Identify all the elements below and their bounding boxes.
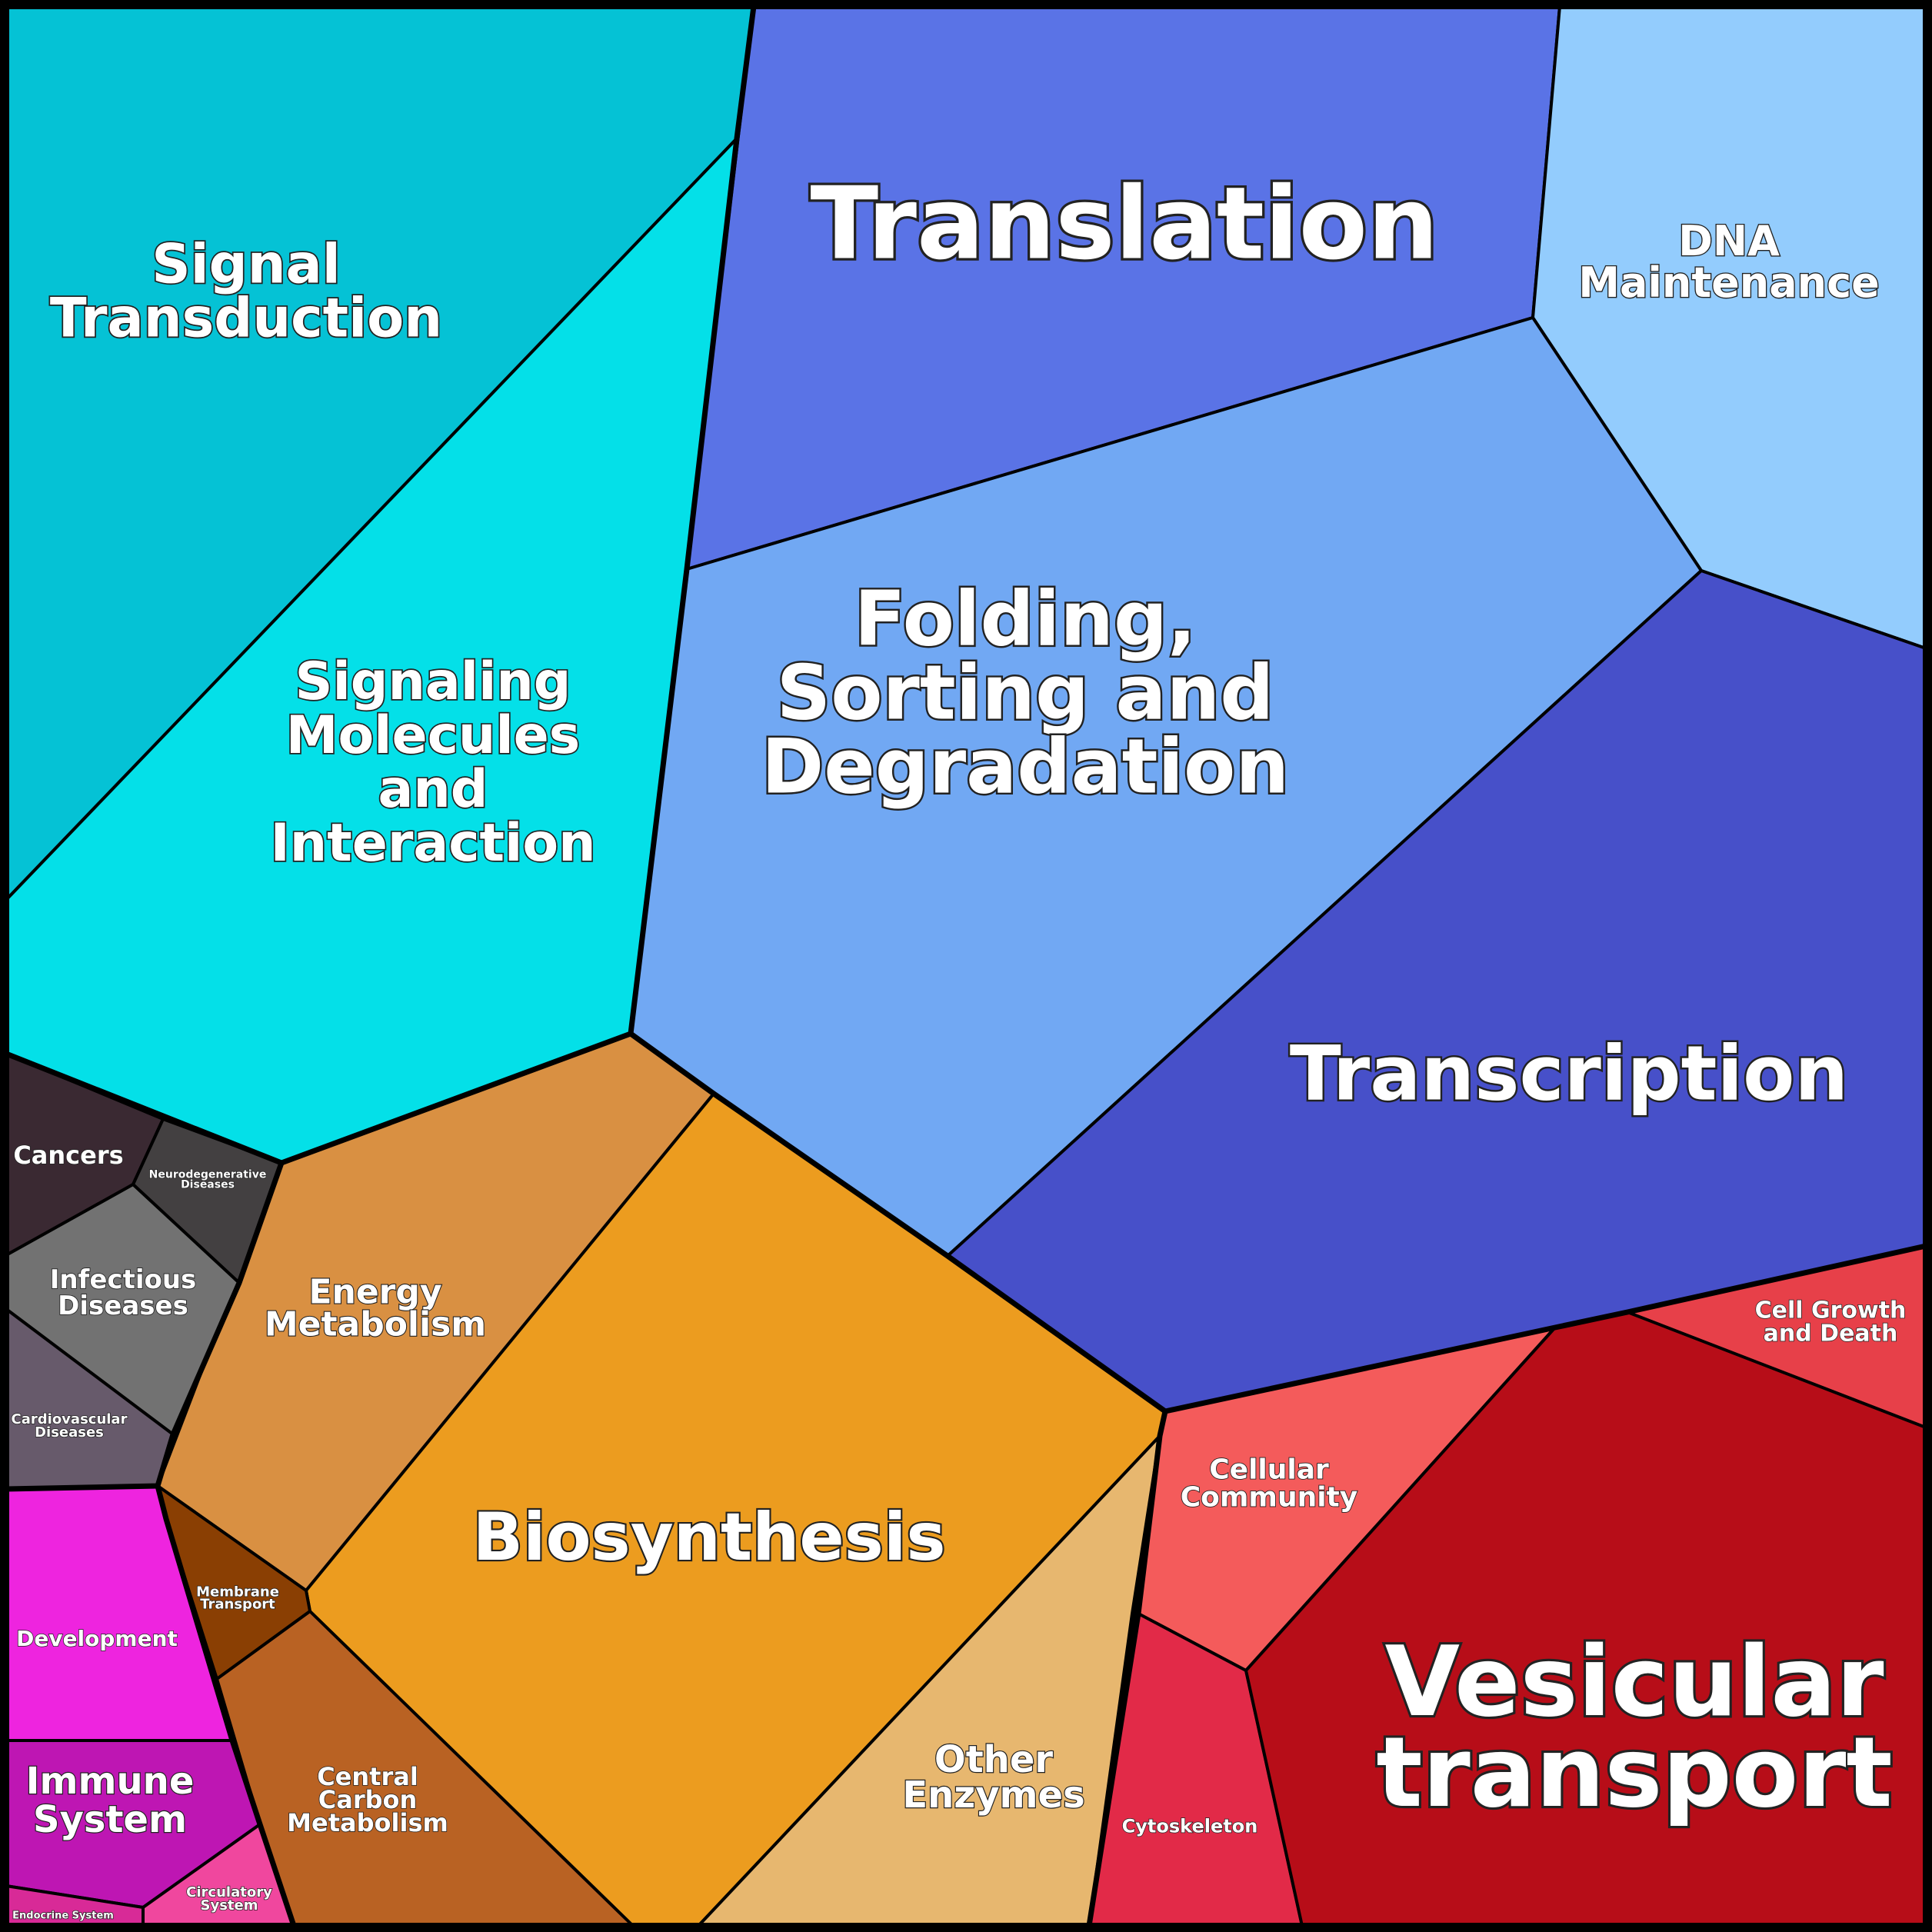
label-line: transport [1376, 1716, 1892, 1829]
label-line: Other [934, 1738, 1053, 1781]
label-line: Metabolism [287, 1808, 448, 1837]
label-translation: Translation [810, 165, 1438, 282]
label-line: Maintenance [1578, 258, 1880, 307]
label-line: Folding, [854, 575, 1197, 663]
group-border [5, 1161, 285, 1492]
label-line: Cytoskeleton [1122, 1815, 1258, 1837]
label-line: Immune [26, 1760, 195, 1803]
group-border [5, 5, 757, 1166]
label-line: System [33, 1798, 187, 1841]
label-line: Diseases [181, 1178, 235, 1191]
label-endocrine: Endocrine System [12, 1910, 114, 1922]
label-line: Development [16, 1626, 178, 1651]
label-line: Interaction [270, 813, 595, 874]
label-cytoskeleton: Cytoskeleton [1122, 1815, 1258, 1837]
label-line: Biosynthesis [472, 1499, 945, 1576]
label-line: Membrane [196, 1584, 279, 1600]
label-line: Enzymes [902, 1774, 1084, 1817]
label-line: Transduction [50, 287, 442, 350]
label-line: Energy [308, 1272, 441, 1311]
label-line: and Death [1764, 1321, 1898, 1347]
label-biosynthesis: Biosynthesis [472, 1499, 945, 1576]
label-line: Community [1181, 1482, 1357, 1514]
label-line: Sorting and [777, 649, 1274, 737]
label-line: Signaling [295, 651, 571, 712]
label-line: Degradation [761, 723, 1289, 811]
label-line: Circulatory [186, 1884, 272, 1900]
label-line: Diseases [35, 1424, 104, 1441]
label-line: Diseases [58, 1291, 188, 1321]
label-line: Endocrine System [12, 1910, 114, 1922]
label-development: Development [16, 1626, 178, 1651]
group-border [155, 1485, 297, 1927]
label-line: Cellular [1209, 1454, 1329, 1486]
label-line: Cell Growth [1755, 1297, 1907, 1324]
group-border [1086, 1411, 1168, 1927]
label-line: System [201, 1897, 258, 1914]
label-line: Neurodegenerative [149, 1168, 267, 1181]
label-line: Signal [152, 233, 341, 296]
label-line: Carbon [318, 1785, 418, 1814]
label-cancers: Cancers [13, 1141, 123, 1170]
label-line: Cardiovascular [12, 1411, 128, 1427]
label-line: Vesicular [1384, 1625, 1884, 1738]
label-line: Translation [810, 165, 1438, 282]
label-line: Transport [200, 1596, 275, 1612]
label-line: Molecules [286, 705, 580, 766]
label-line: Metabolism [265, 1304, 486, 1344]
label-line: DNA [1678, 217, 1780, 265]
label-line: Transcription [1290, 1030, 1848, 1118]
label-line: and [378, 759, 488, 820]
label-line: Infectious [50, 1264, 197, 1295]
label-line: Cancers [13, 1141, 123, 1170]
label-line: Central [317, 1762, 418, 1791]
label-transcription: Transcription [1290, 1030, 1848, 1118]
